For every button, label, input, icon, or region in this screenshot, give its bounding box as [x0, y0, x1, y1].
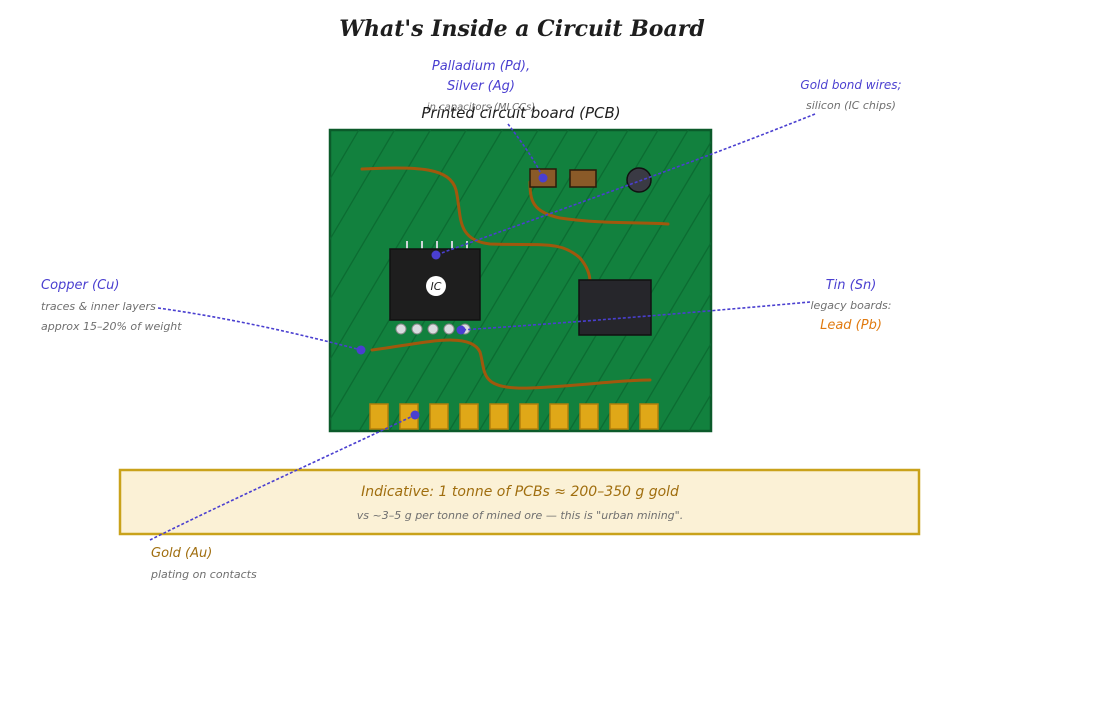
ic-chip: IC — [389, 241, 481, 321]
marker-trace — [356, 345, 366, 355]
palladium-note: in capacitors (MLCCs) — [427, 102, 535, 113]
copper-label: Copper (Cu) — [41, 278, 119, 293]
silver-label: Silver (Ag) — [447, 79, 515, 94]
electrolytic-capacitor — [626, 167, 652, 193]
gold-note: plating on contacts — [150, 568, 257, 581]
leader-tin — [460, 301, 811, 331]
info-box-frame — [118, 468, 921, 536]
callout-gold: Gold (Au) plating on contacts — [150, 546, 257, 581]
leader-palladium — [507, 123, 544, 179]
ic-badge — [426, 276, 446, 296]
leader-gold — [149, 414, 416, 541]
gold-label: Gold (Au) — [151, 546, 212, 561]
lead-label: Lead (Pb) — [820, 318, 882, 333]
leader-markers — [356, 173, 548, 420]
marker-capacitor — [538, 173, 548, 183]
board-label: Printed circuit board (PCB) — [421, 104, 620, 122]
callout-palladium-silver: in capacitors (MLCCs) Palladium (Pd), Si… — [427, 59, 535, 113]
trace-bottom — [370, 338, 652, 390]
tin-label: Tin (Sn) — [826, 278, 877, 293]
marker-solder — [456, 325, 466, 335]
trace-top — [360, 166, 592, 284]
info-box: Indicative: 1 tonne of PCBs ≈ 200–350 g … — [118, 468, 921, 536]
ic-label: IC — [431, 280, 442, 293]
leader-lines — [149, 113, 816, 541]
copper-note-1: traces & inner layers — [41, 300, 156, 313]
gold-contact-pads — [369, 403, 659, 430]
info-box-subline: vs ~3–5 g per tonne of mined ore — this … — [357, 509, 683, 522]
marker-ic — [431, 250, 441, 260]
callout-gold-bond-wires: Gold bond wires; silicon (IC chips) — [800, 78, 901, 112]
copper-traces — [360, 166, 670, 390]
copper-note-2: approx 15–20% of weight — [41, 320, 182, 333]
info-box-headline: Indicative: 1 tonne of PCBs ≈ 200–350 g … — [361, 484, 679, 500]
gold-wires-label: Gold bond wires; — [800, 78, 901, 92]
gold-wires-note: silicon (IC chips) — [806, 99, 896, 112]
capacitor-2 — [569, 169, 597, 188]
tin-note: legacy boards: — [811, 299, 892, 312]
leader-copper — [157, 307, 362, 351]
callout-tin-lead: Tin (Sn) legacy boards: Lead (Pb) — [811, 278, 892, 333]
marker-pad — [410, 410, 420, 420]
pcb-board: IC — [328, 128, 713, 433]
callout-copper: Copper (Cu) traces & inner layers approx… — [41, 278, 182, 333]
palladium-label: Palladium (Pd), — [432, 59, 530, 74]
trace-upper-right — [528, 180, 670, 226]
page-title: What's Inside a Circuit Board — [339, 16, 704, 42]
leader-gold-wires — [435, 113, 816, 256]
second-chip — [578, 279, 652, 336]
